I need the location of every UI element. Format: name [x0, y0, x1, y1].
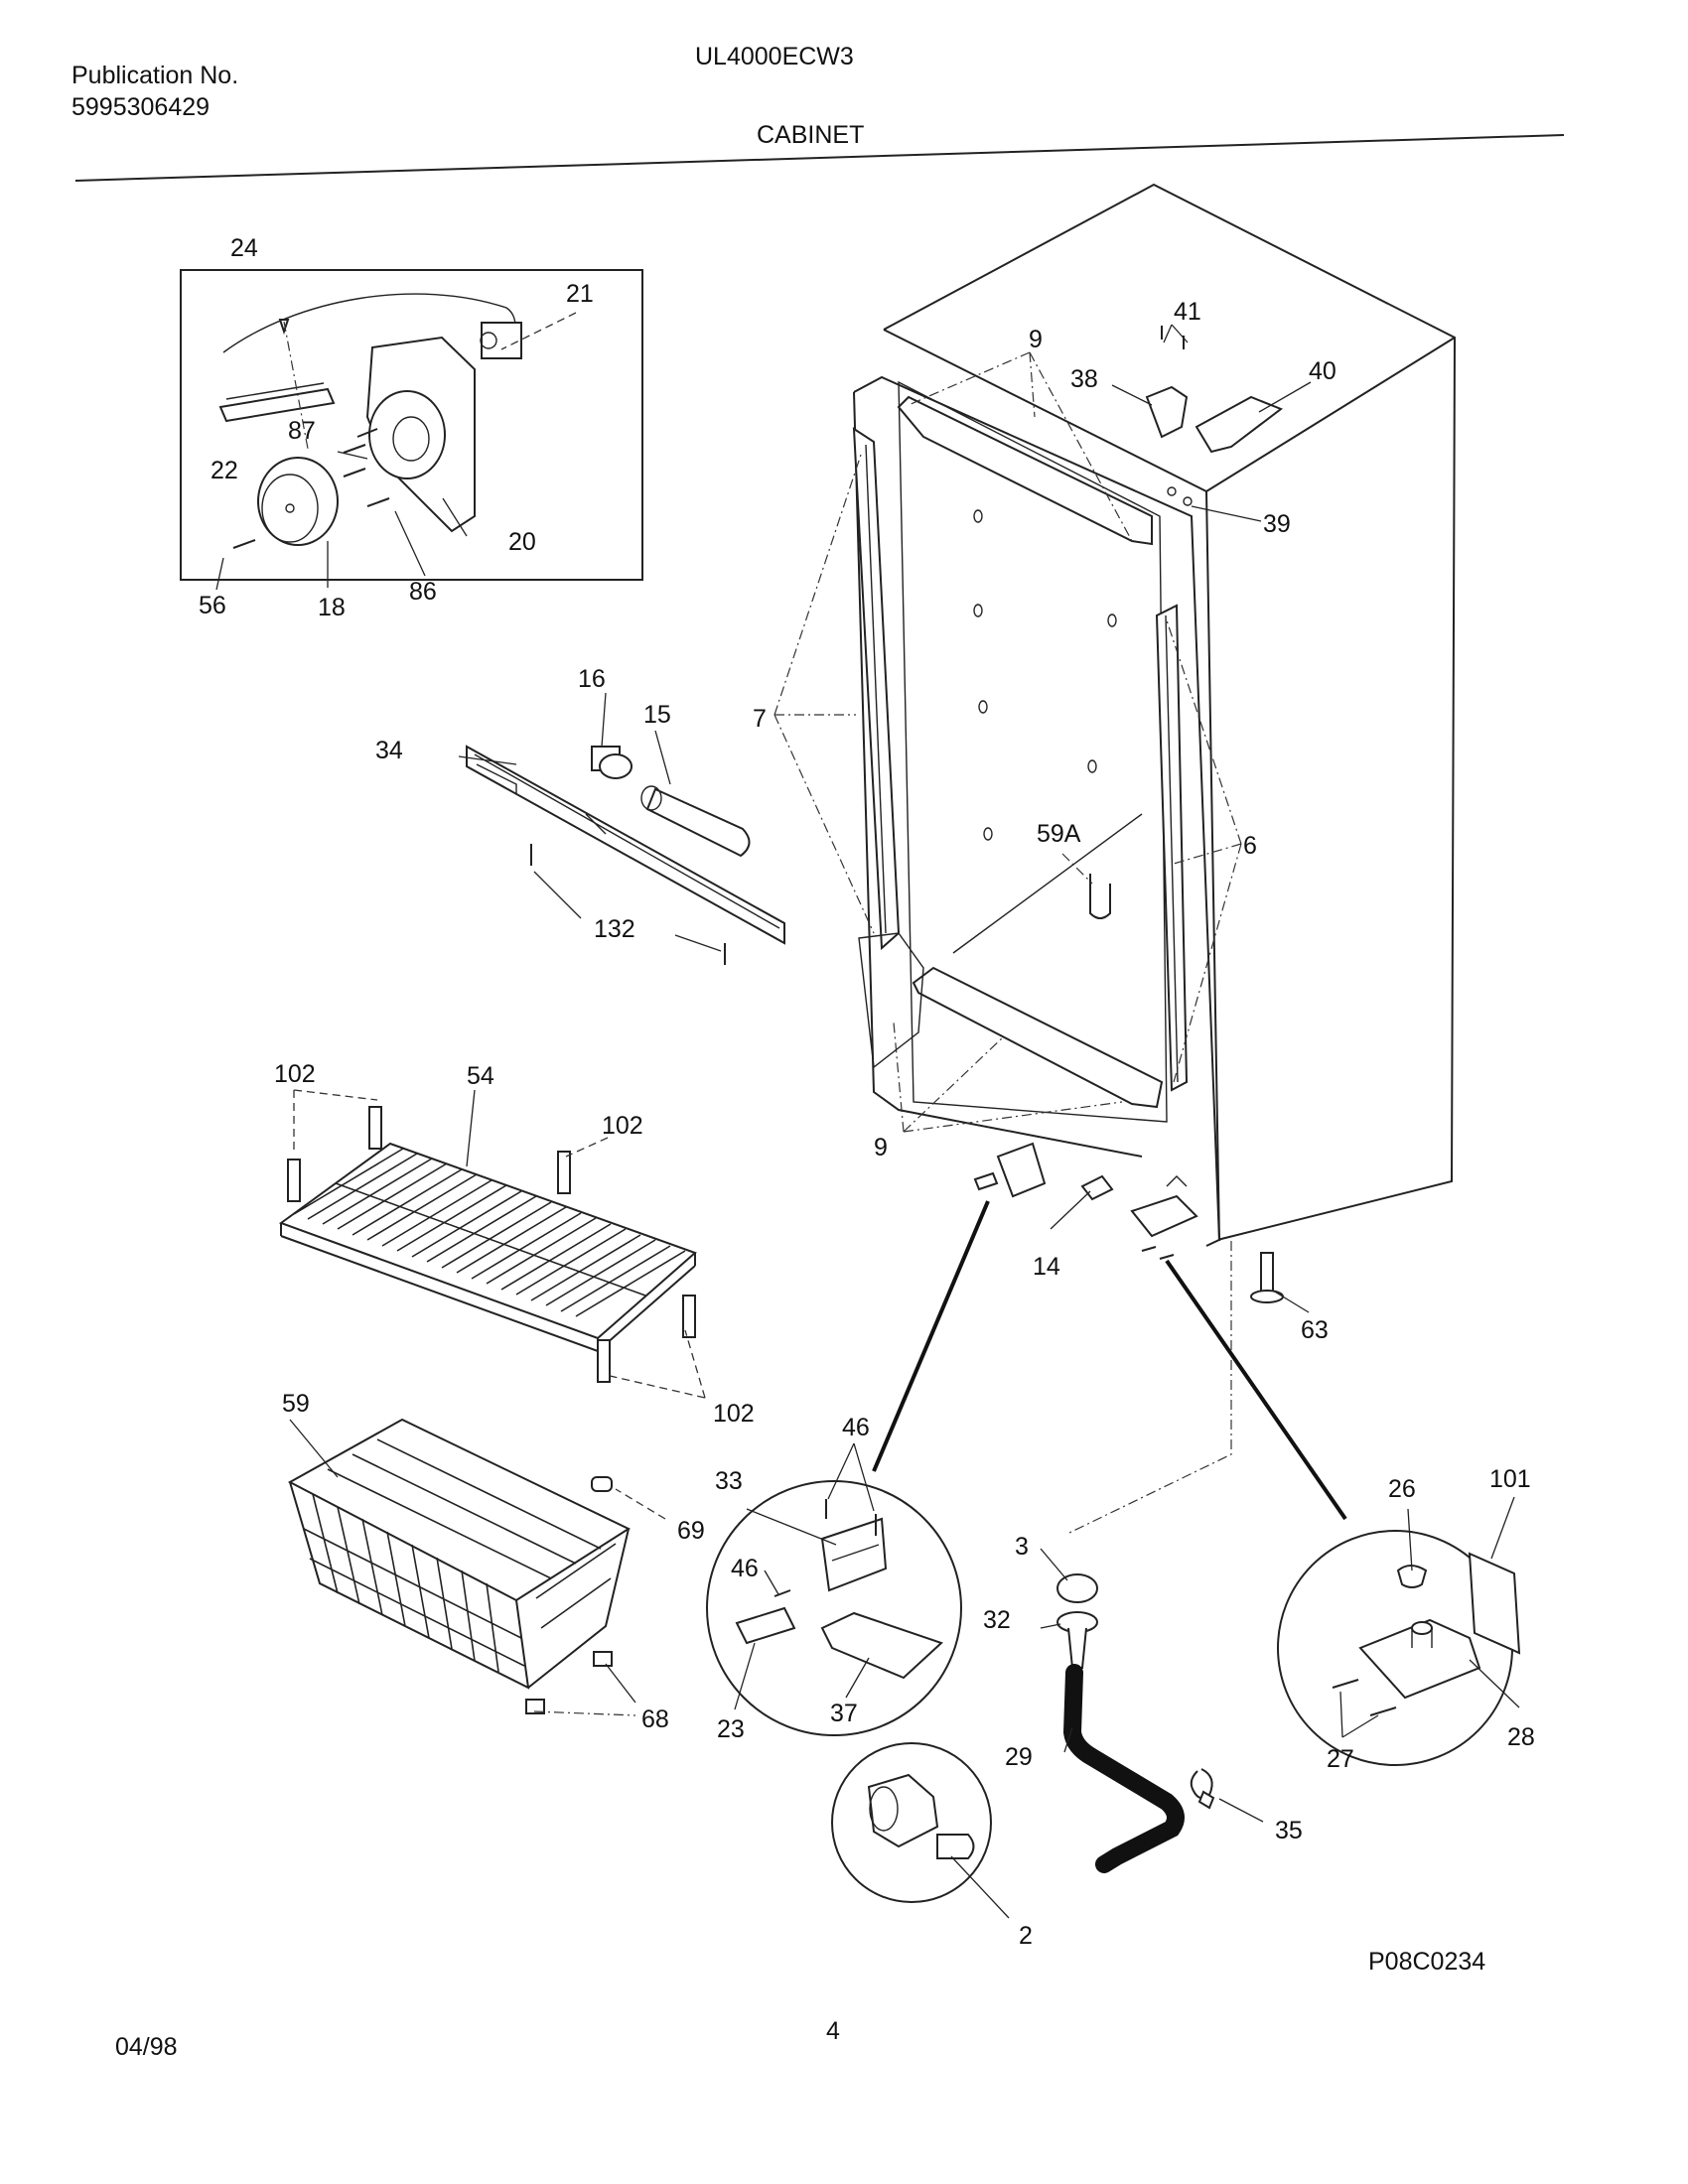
callout-40: 40: [1309, 357, 1336, 385]
section-title: CABINET: [757, 121, 865, 149]
publication-number: 5995306429: [71, 93, 211, 121]
callout-28: 28: [1507, 1723, 1535, 1751]
callout-26: 26: [1388, 1475, 1416, 1503]
callout-59: 59: [282, 1390, 310, 1418]
publication-label: Publication No.: [71, 62, 239, 89]
callout-29: 29: [1005, 1743, 1033, 1771]
callout-102-bottom: 102: [713, 1400, 755, 1428]
callout-23: 23: [717, 1715, 745, 1743]
callout-24: 24: [230, 234, 258, 262]
callout-9-bottom: 9: [874, 1134, 888, 1161]
header-rule: [74, 134, 1565, 182]
callout-3: 3: [1015, 1533, 1029, 1561]
callout-labels: 24 21 22 87 20 56 18 86 16 15 34 132 9 3…: [199, 234, 1535, 1950]
callout-9-top: 9: [1029, 326, 1043, 353]
callout-46-top: 46: [842, 1414, 870, 1441]
callout-27: 27: [1327, 1745, 1354, 1773]
callout-41: 41: [1174, 298, 1201, 326]
callout-63: 63: [1301, 1316, 1329, 1344]
callout-18: 18: [318, 594, 346, 621]
callout-35: 35: [1275, 1817, 1303, 1844]
callout-101: 101: [1489, 1465, 1531, 1493]
callout-15: 15: [643, 701, 671, 729]
callout-54: 54: [467, 1062, 494, 1090]
callout-86: 86: [409, 578, 437, 606]
callout-14: 14: [1033, 1253, 1060, 1281]
hinge-detail: [1277, 1496, 1521, 1766]
callout-21: 21: [566, 280, 594, 308]
drain-assembly: [831, 1548, 1264, 1919]
light-assembly: [458, 692, 785, 965]
callout-34: 34: [375, 737, 403, 764]
callout-39: 39: [1263, 510, 1291, 538]
thermostat-inset: [180, 269, 643, 591]
callout-87: 87: [288, 417, 316, 445]
wire-shelf: [278, 1089, 706, 1399]
callout-68: 68: [641, 1706, 669, 1733]
callout-22: 22: [211, 457, 238, 484]
cabinet-body: [774, 183, 1457, 1535]
callout-102-left: 102: [274, 1060, 316, 1088]
callout-46-left: 46: [731, 1555, 759, 1582]
wire-basket: [287, 1418, 666, 1716]
callout-132: 132: [594, 915, 635, 943]
callout-32: 32: [983, 1606, 1011, 1634]
callout-16: 16: [578, 665, 606, 693]
callout-33: 33: [715, 1467, 743, 1495]
drawing-code: P08C0234: [1368, 1948, 1486, 1976]
callout-38: 38: [1070, 365, 1098, 393]
callout-20: 20: [508, 528, 536, 556]
callout-56: 56: [199, 592, 226, 619]
callout-102-right: 102: [602, 1112, 643, 1140]
callout-37: 37: [830, 1700, 858, 1727]
callout-59A: 59A: [1037, 820, 1081, 848]
callout-6: 6: [1243, 832, 1257, 860]
door-stop-detail: [706, 1442, 962, 1736]
callout-2: 2: [1019, 1922, 1033, 1950]
callout-69: 69: [677, 1517, 705, 1545]
callout-7: 7: [753, 705, 767, 733]
page-number: 4: [826, 2017, 840, 2045]
model-number: UL4000ECW3: [695, 43, 854, 70]
revision-date: 04/98: [115, 2033, 178, 2061]
